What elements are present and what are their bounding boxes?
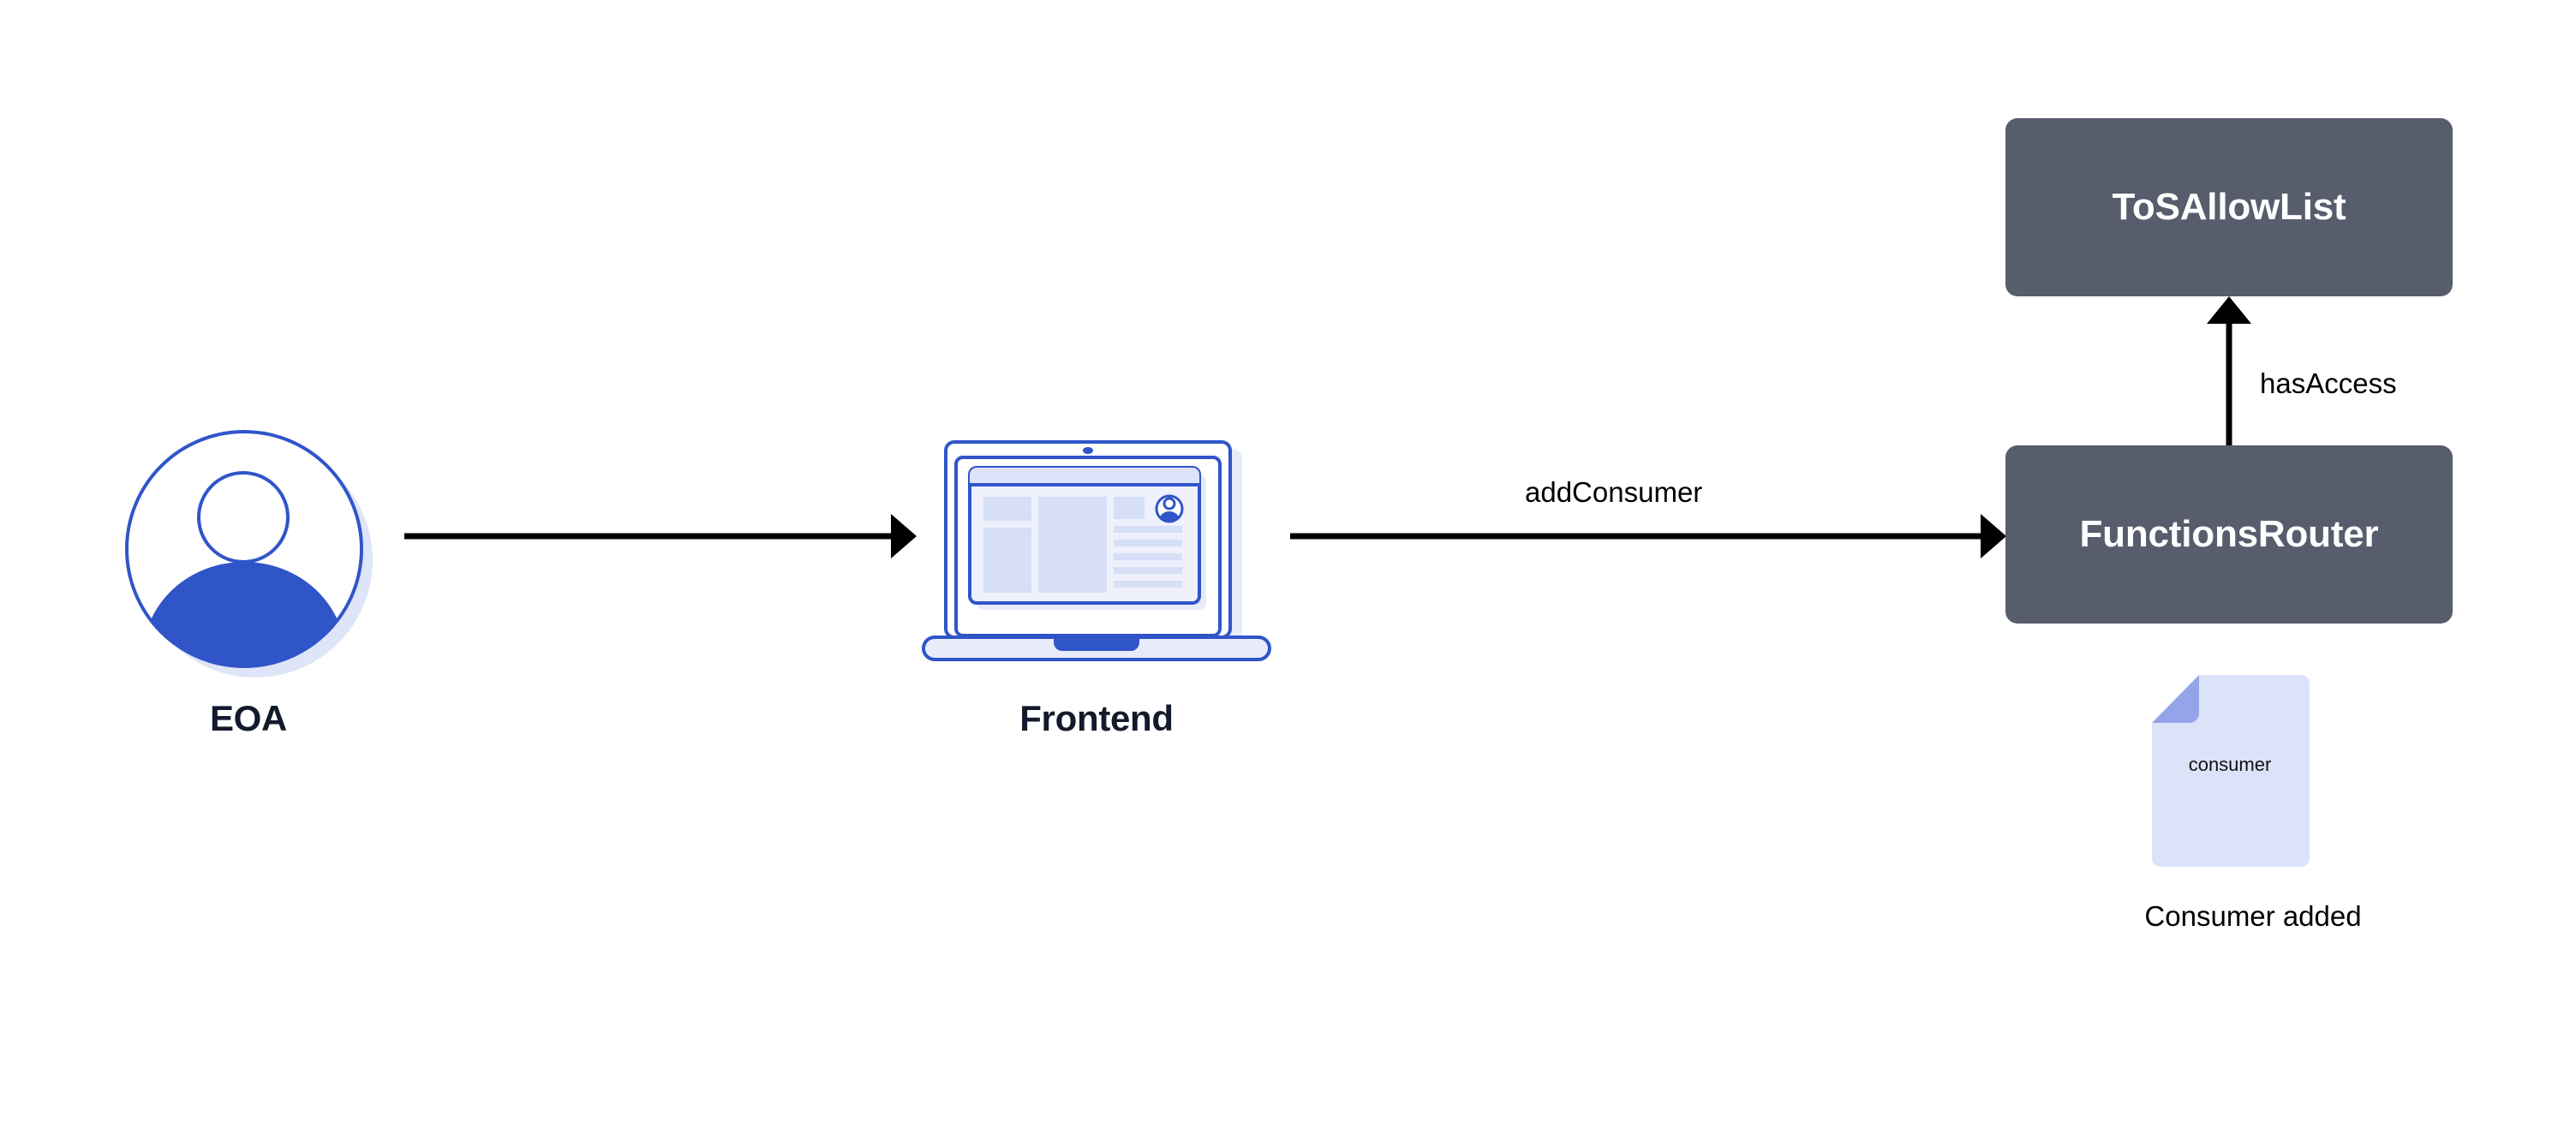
document-page	[2152, 675, 2310, 867]
laptop-content-block-left-bottom	[983, 528, 1031, 593]
avatar	[120, 425, 377, 682]
laptop-browser-chrome-bar	[970, 468, 1199, 485]
laptop-camera-icon	[1083, 447, 1093, 454]
document-text: consumer	[2188, 754, 2272, 775]
caption-consumer-added: Consumer added	[2144, 900, 2362, 932]
edge-label-has-access: hasAccess	[2260, 367, 2397, 399]
arrow-functionsrouter-to-tosallowlist	[2207, 296, 2251, 445]
laptop-content-line	[1114, 581, 1182, 588]
arrow-frontend-to-functionsrouter	[1290, 514, 2006, 558]
laptop-content-line	[1114, 567, 1182, 574]
laptop-content-block-left-top	[983, 497, 1031, 521]
avatar-head-circle	[197, 471, 290, 564]
laptop-icon	[917, 428, 1276, 668]
laptop-content-line	[1114, 553, 1182, 560]
document-folded-corner	[2152, 675, 2199, 723]
document-icon: consumer	[2149, 673, 2311, 870]
contract-box-functionsrouter[interactable]: FunctionsRouter	[2005, 445, 2453, 624]
contract-label-tosallowlist: ToSAllowList	[2112, 186, 2346, 228]
node-label-frontend: Frontend	[1019, 698, 1174, 738]
laptop-trackpad-notch	[1054, 637, 1139, 651]
contract-label-functionsrouter: FunctionsRouter	[2079, 513, 2379, 555]
arrow-eoa-to-frontend	[404, 514, 917, 558]
laptop-screen-avatar-icon	[1155, 494, 1184, 523]
laptop-content-block-center	[1038, 497, 1107, 593]
contract-box-tosallowlist[interactable]: ToSAllowList	[2005, 118, 2453, 296]
edge-label-add-consumer: addConsumer	[1525, 476, 1703, 508]
avatar-body-shape	[143, 562, 345, 666]
node-label-eoa: EOA	[209, 698, 288, 738]
laptop-content-line	[1114, 540, 1182, 546]
laptop-content-block-right-top	[1114, 497, 1145, 519]
laptop-content-line	[1114, 526, 1182, 533]
